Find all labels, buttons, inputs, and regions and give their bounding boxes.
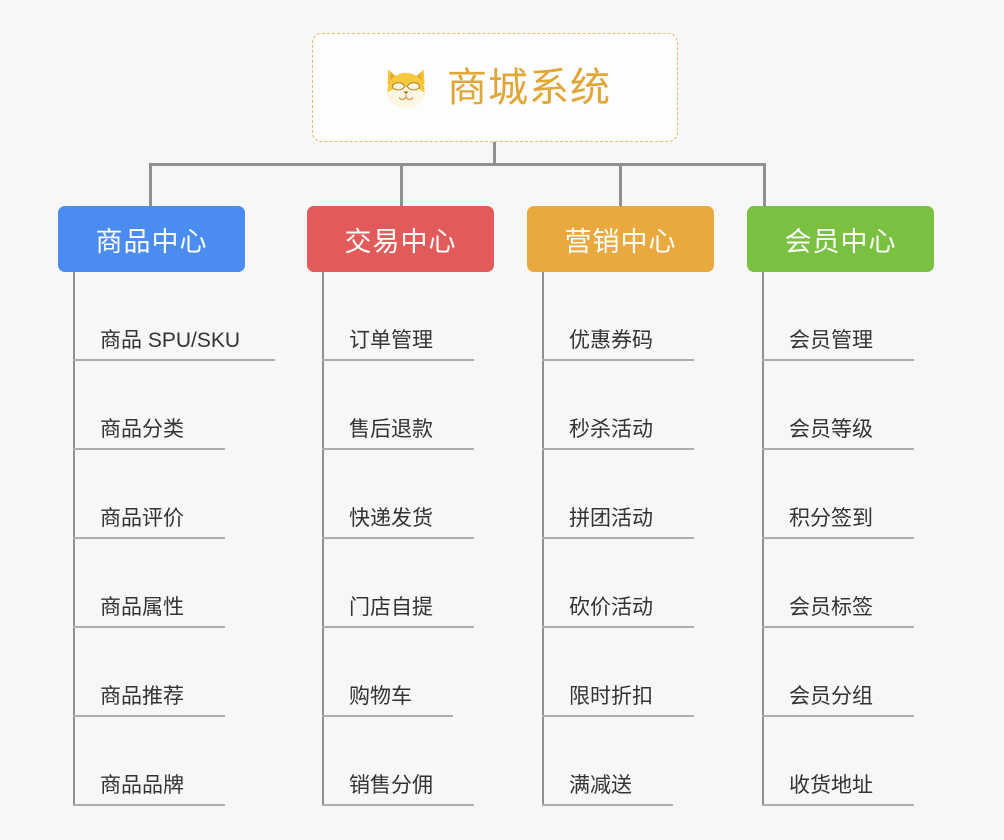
leaf-underline [322,804,474,806]
leaf-underline [762,448,914,450]
category-box-4[interactable]: 会员中心 [747,206,934,272]
leaf-item[interactable]: 商品 SPU/SKU [73,272,275,361]
leaf-item[interactable]: 满减送 [542,717,673,806]
category-label: 商品中心 [95,226,208,257]
leaf-label: 会员等级 [789,418,873,441]
leaf-label: 门店自提 [349,596,433,619]
shiba-dog-face-icon [387,68,425,108]
leaf-underline [542,359,694,361]
leaf-item[interactable]: 会员标签 [762,539,914,628]
leaf-label: 收货地址 [789,774,873,797]
leaf-item[interactable]: 会员等级 [762,361,914,450]
leaf-item[interactable]: 售后退款 [322,361,474,450]
branch-trunk [762,272,764,806]
leaf-label: 会员标签 [789,596,873,619]
root-title: 商城系统 [447,65,611,110]
leaf-item[interactable]: 优惠券码 [542,272,694,361]
branch-column-1: 商品 SPU/SKU 商品分类商品评价商品属性商品推荐商品品牌 [73,272,275,806]
leaf-item[interactable]: 秒杀活动 [542,361,694,450]
leaf-underline [73,537,225,539]
branch-trunk [542,272,544,806]
leaf-underline [762,359,914,361]
leaf-item[interactable]: 会员分组 [762,628,914,717]
leaf-item[interactable]: 收货地址 [762,717,914,806]
branch-column-2: 订单管理售后退款快递发货门店自提购物车销售分佣 [322,272,474,806]
leaf-label: 售后退款 [349,418,433,441]
category-label: 营销中心 [564,226,677,257]
connector-drop-1 [149,163,152,207]
leaf-underline [542,804,673,806]
leaf-underline [322,715,453,717]
leaf-item[interactable]: 商品分类 [73,361,240,450]
leaf-underline [73,626,225,628]
leaf-item[interactable]: 门店自提 [322,539,474,628]
category-box-2[interactable]: 交易中心 [307,206,494,272]
leaf-underline [762,537,914,539]
leaf-underline [762,804,914,806]
leaf-label: 会员分组 [789,685,873,708]
branch-column-3: 优惠券码秒杀活动拼团活动砍价活动限时折扣满减送 [542,272,694,806]
leaf-label: 商品推荐 [100,685,184,708]
connector-drop-2 [400,163,403,207]
leaf-label: 商品属性 [100,596,184,619]
leaf-label: 购物车 [349,685,412,708]
connector-horizontal-bar [149,163,765,166]
leaf-item[interactable]: 销售分佣 [322,717,474,806]
leaf-item[interactable]: 砍价活动 [542,539,694,628]
leaf-underline [542,715,694,717]
leaf-item[interactable]: 商品推荐 [73,628,240,717]
leaf-underline [322,537,474,539]
leaf-label: 快递发货 [349,507,433,530]
leaf-item[interactable]: 限时折扣 [542,628,694,717]
leaf-underline [322,448,474,450]
category-label: 会员中心 [784,226,897,257]
leaf-underline [73,715,225,717]
connector-root-stub [493,142,496,166]
leaf-item[interactable]: 商品品牌 [73,717,240,806]
leaf-underline [762,626,914,628]
leaf-label: 砍价活动 [569,596,653,619]
leaf-label: 满减送 [569,774,632,797]
leaf-label: 积分签到 [789,507,873,530]
leaf-label: 会员管理 [789,329,873,352]
leaf-label: 秒杀活动 [569,418,653,441]
category-box-3[interactable]: 营销中心 [527,206,714,272]
leaf-underline [322,359,474,361]
leaf-item[interactable]: 商品评价 [73,450,240,539]
category-label: 交易中心 [344,226,457,257]
leaf-label: 商品分类 [100,418,184,441]
leaf-underline [542,537,694,539]
branch-column-4: 会员管理会员等级积分签到会员标签会员分组收货地址 [762,272,914,806]
leaf-underline [542,448,694,450]
connector-drop-4 [763,163,766,207]
leaf-underline [542,626,694,628]
leaf-label: 优惠券码 [569,329,653,352]
leaf-item[interactable]: 快递发货 [322,450,474,539]
leaf-label: 商品 SPU/SKU [100,329,241,352]
leaf-item[interactable]: 订单管理 [322,272,474,361]
leaf-item[interactable]: 会员管理 [762,272,914,361]
branch-trunk [322,272,324,806]
leaf-underline [73,804,225,806]
leaf-item[interactable]: 拼团活动 [542,450,694,539]
leaf-label: 销售分佣 [349,774,433,797]
leaf-underline [73,359,275,361]
leaf-item[interactable]: 商品属性 [73,539,240,628]
leaf-label: 限时折扣 [569,685,653,708]
leaf-item[interactable]: 积分签到 [762,450,914,539]
leaf-underline [762,715,914,717]
leaf-label: 拼团活动 [569,507,653,530]
leaf-label: 订单管理 [349,329,433,352]
leaf-item[interactable]: 购物车 [322,628,453,717]
category-box-1[interactable]: 商品中心 [58,206,245,272]
leaf-label: 商品品牌 [100,774,184,797]
branch-trunk [73,272,75,806]
leaf-label: 商品评价 [100,507,184,530]
root-node[interactable]: 商城系统 [312,33,678,142]
leaf-underline [322,626,474,628]
leaf-underline [73,448,225,450]
connector-drop-3 [619,163,622,207]
